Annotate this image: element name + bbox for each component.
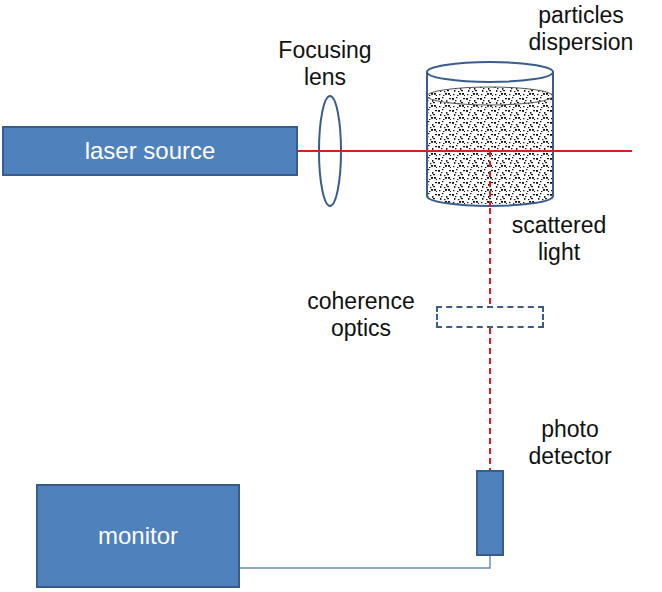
node-label: Focusing lens [265, 37, 385, 91]
node-label: photo detector [520, 416, 620, 470]
laser-beam-exit [557, 150, 632, 152]
part-label: photo detector [520, 416, 620, 470]
light-path [489, 208, 491, 306]
lens-outline [318, 95, 342, 207]
monitor-box: monitor [36, 484, 240, 588]
box-label: monitor [98, 522, 178, 550]
beam-through-lens [318, 150, 342, 152]
lens-ellipse [319, 96, 341, 206]
coherence-optics-box: coherence optics [436, 306, 544, 328]
part-label: coherence optics [296, 288, 426, 342]
cuvette-rim [427, 62, 553, 82]
part-label: particles dispersion [520, 2, 642, 56]
scatter-origin [489, 151, 491, 208]
box-label: laser source [85, 137, 216, 165]
light-path [489, 328, 491, 470]
liquid-surface [427, 87, 553, 105]
node-text-holder: laser source [85, 137, 216, 165]
edge-label: scattered light [500, 212, 618, 266]
node-label: particles dispersion [520, 2, 642, 56]
light-path [342, 150, 423, 152]
part-label: Focusing lens [265, 37, 385, 91]
light-path [298, 150, 318, 152]
node-text-holder: monitor [98, 522, 178, 550]
node-label: coherence optics [296, 288, 426, 342]
signal-wire [240, 556, 490, 568]
cuvette-drawing [423, 60, 557, 208]
focusing-lens: Focusing lens [318, 95, 342, 207]
particle-cuvette: particles dispersion [423, 60, 557, 208]
laser-source-box: laser source [2, 126, 298, 176]
particle-liquid [427, 87, 553, 206]
photo-detector-box: photo detector [476, 470, 504, 556]
